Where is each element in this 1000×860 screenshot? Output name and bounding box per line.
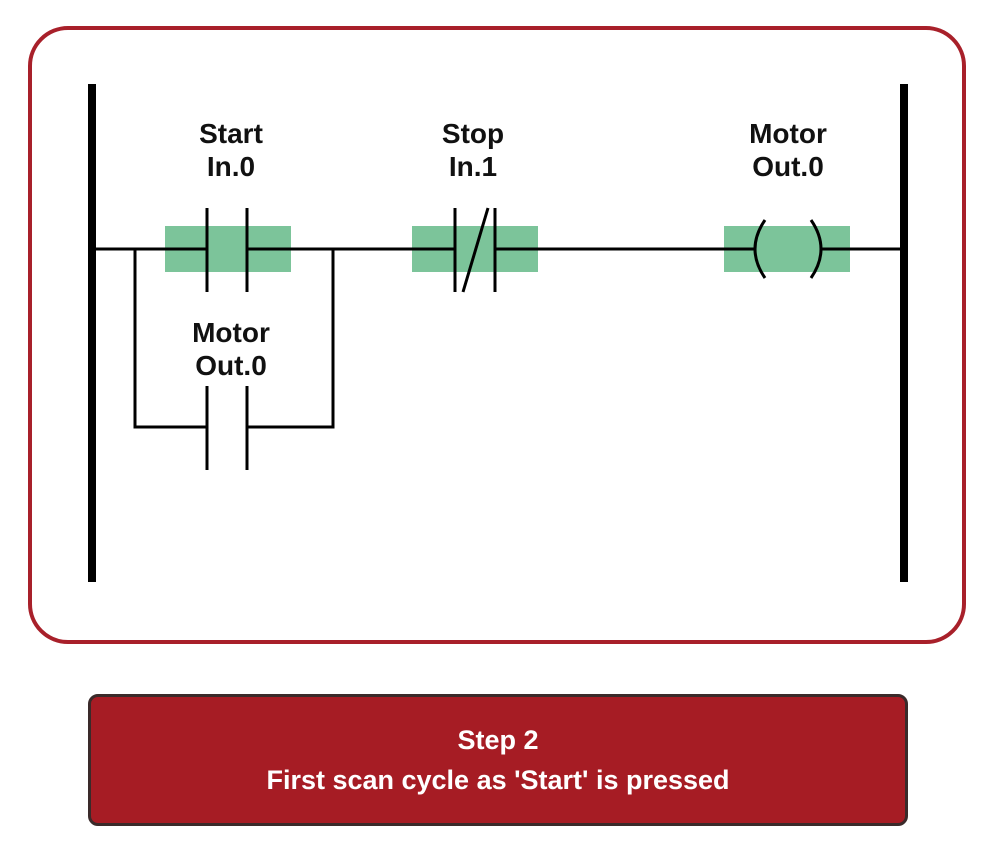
motor-coil-address: Out.0 — [752, 151, 824, 182]
rung-wires — [92, 247, 904, 429]
start-contact-name: Start — [199, 118, 263, 149]
seal-contact-address: Out.0 — [195, 350, 267, 381]
ladder-diagram: Start In.0 Stop In.1 Motor Out.0 Motor O… — [88, 84, 908, 582]
stop-contact — [453, 207, 497, 293]
start-contact — [205, 208, 249, 292]
step-caption-box: Step 2 First scan cycle as 'Start' is pr… — [88, 694, 908, 826]
motor-coil-name: Motor — [749, 118, 827, 149]
stop-contact-name: Stop — [442, 118, 504, 149]
motor-coil — [753, 219, 823, 279]
motor-seal-contact — [205, 386, 249, 470]
step-description: First scan cycle as 'Start' is pressed — [266, 765, 730, 795]
start-contact-address: In.0 — [207, 151, 255, 182]
seal-contact-name: Motor — [192, 317, 270, 348]
step-title: Step 2 — [457, 725, 539, 755]
stop-contact-address: In.1 — [449, 151, 497, 182]
diagram-frame — [28, 26, 966, 644]
